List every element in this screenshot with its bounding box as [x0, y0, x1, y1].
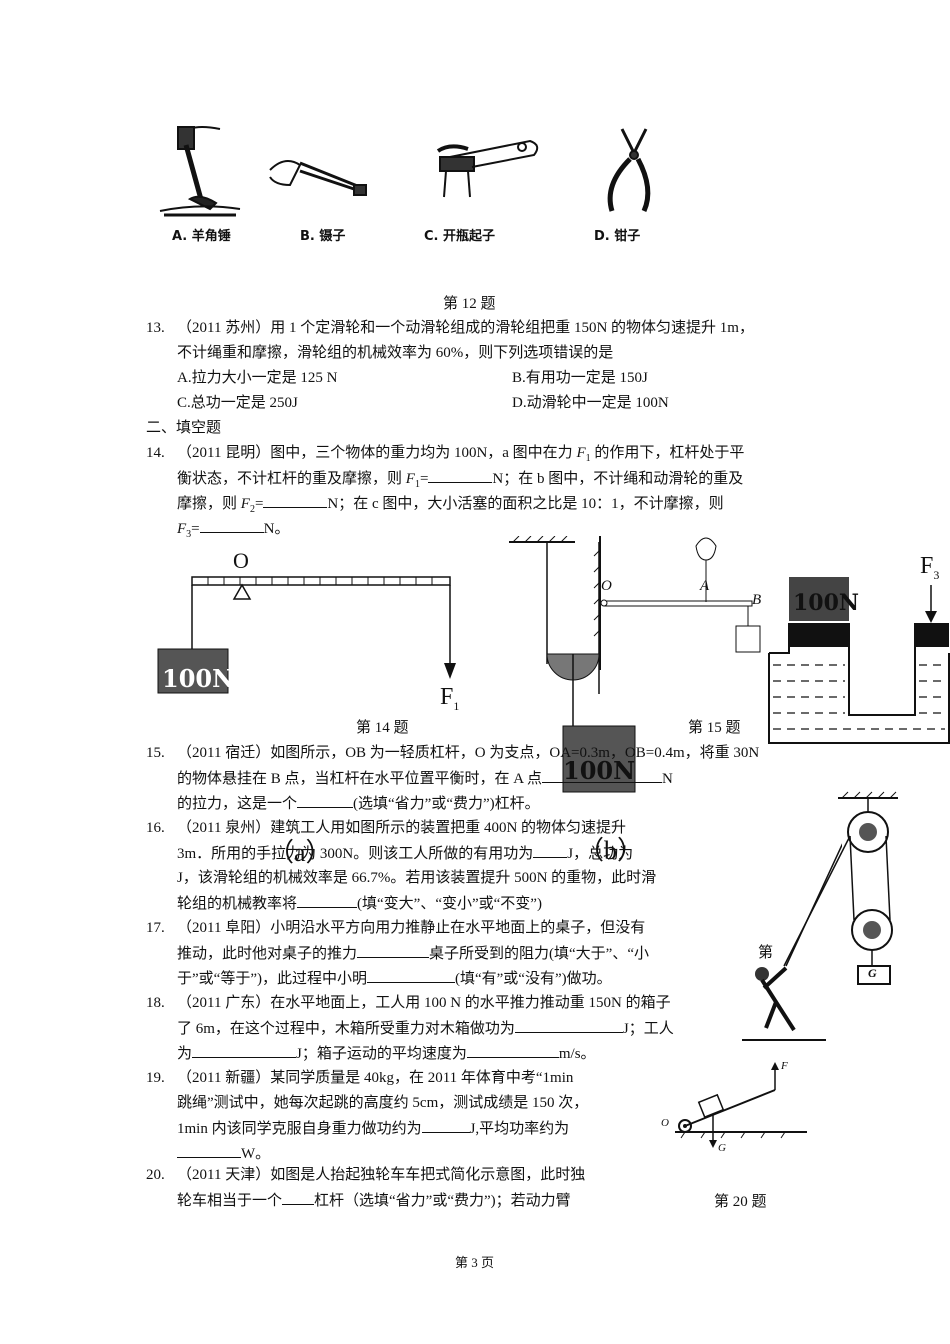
q14-number: 14. [146, 445, 165, 461]
q18-line1: （2011 广东）在水平地面上，工人用 100 N 的水平推力推动重 150N … [177, 995, 671, 1011]
q20-line1: （2011 天津）如图是人抬起独轮车车把式简化示意图，此时独 [177, 1167, 586, 1183]
answer-blank-efficiency [297, 891, 358, 908]
q18-number: 18. [146, 995, 165, 1011]
fig15-label-b: B [752, 592, 762, 608]
answer-blank-f2 [263, 491, 328, 508]
pliers-figure [607, 128, 651, 213]
figc-force-label: F3 [920, 553, 940, 582]
q14-line2: 衡状态，不计杠杆的重及摩擦，则 F1=N；在 b 图中，不计绳和动滑轮的重及 [177, 466, 743, 497]
answer-blank-f1 [428, 466, 493, 483]
lever-figure-a [157, 576, 456, 694]
q13-line2: 不计绳重和摩擦，滑轮组的机械效率为 60%，则下列选项错误的是 [177, 345, 614, 361]
tool-label-d: D. 钳子 [594, 229, 641, 244]
q12-caption: 第 12 题 [443, 296, 496, 312]
q16-line4: 轮组的机械教率将(填“变大”、“变小”或“不变”) [177, 891, 542, 916]
fig20-gravity-label: G [718, 1142, 726, 1154]
tweezers-figure [269, 160, 367, 196]
pulley-block-figure-16 [785, 843, 842, 967]
bottle-opener-figure [436, 139, 539, 198]
q14-line1: （2011 昆明）图中，三个物体的重力均为 100N，a 图中在力 F1 的作用… [177, 445, 745, 464]
answer-blank-gravity-work [514, 1016, 623, 1033]
q16-number: 16. [146, 820, 165, 836]
fig20-force-label: F [781, 1060, 788, 1072]
hydraulic-figure-c [768, 577, 950, 744]
q17-number: 17. [146, 920, 165, 936]
worker-pulley-figure [742, 791, 898, 1041]
q17-line3: 于”或“等于”)，此过程中小明(填“有”或“没有”)做功。 [177, 966, 612, 991]
q13-number: 13. [146, 320, 165, 336]
q16-line3: J，该滑轮组的机械效率是 66.7%。若用该装置提升 500N 的重物，此时滑 [177, 870, 657, 886]
figure-label-b: （b） [578, 836, 644, 865]
q14-line3: 摩擦，则 F2=N；在 c 图中，大小活塞的面积之比是 10：1，不计摩擦，则 [177, 491, 724, 522]
fig14-fulcrum-label: O [233, 548, 249, 573]
q14-line4: F3=N。 [177, 516, 289, 547]
q20-line2: 轮车相当于一个杠杆（选填“省力”或“费力”)；若动力臂 [177, 1188, 571, 1213]
fig14-caption: 第 14 题 [356, 720, 409, 736]
q13-option-c: C.总功一定是 250J [177, 395, 298, 411]
q13-option-d: D.动滑轮中一定是 100N [512, 395, 669, 411]
fig15-label-a: A [700, 578, 710, 594]
tool-label-b: B. 镊子 [300, 229, 346, 244]
answer-blank-jump-work [421, 1116, 470, 1133]
q19-line4: W。 [177, 1141, 270, 1166]
fig15-label-o: O [601, 578, 612, 594]
answer-blank-push-force [357, 941, 430, 958]
fig15-caption: 第 15 题 [688, 720, 741, 736]
q19-number: 19. [146, 1070, 165, 1086]
answer-blank-force [542, 766, 663, 783]
answer-blank-useful-work [533, 841, 568, 858]
answer-blank-lever-kind [282, 1188, 315, 1205]
tool-label-c: C. 开瓶起子 [424, 229, 496, 244]
answer-blank-worker-work [192, 1041, 297, 1058]
q13-line1: （2011 苏州）用 1 个定滑轮和一个动滑轮组成的滑轮组把重 150N 的物体… [177, 320, 754, 336]
answer-blank-f3 [199, 516, 264, 533]
answer-blank-speed [466, 1041, 559, 1058]
q19-line2: 跳绳”测试中，她每次起跳的高度约 5cm，测试成绩是 150 次， [177, 1095, 589, 1111]
q15-line1: （2011 宿迁）如图所示，OB 为一轻质杠杆，O 为支点，OA=0.3m，OB… [177, 745, 760, 761]
tool-illustrations [159, 126, 651, 217]
q13-option-a: A.拉力大小一定是 125 N [177, 370, 338, 386]
q20-number: 20. [146, 1167, 165, 1183]
pulley-figure-b [509, 536, 636, 793]
q17-line2: 推动，此时他对桌子的推力桌子所受到的阻力(填“大于”、“小 [177, 941, 649, 966]
fig16-weight-label: G [868, 966, 877, 980]
section-heading: 二、填空题 [146, 420, 222, 436]
q15-number: 15. [146, 745, 165, 761]
fig14-weight-label: 100N [162, 664, 235, 693]
figure-label-a: （a） [268, 838, 332, 867]
fig20-pivot-label: O [661, 1117, 669, 1129]
answer-blank-power [177, 1141, 241, 1158]
q16-line1: （2011 泉州）建筑工人用如图所示的装置把重 400N 的物体匀速提升 [177, 820, 627, 836]
q13-option-b: B.有用功一定是 150J [512, 370, 648, 386]
fig20-caption: 第 20 题 [714, 1194, 767, 1210]
wheelbarrow-figure-20 [675, 1062, 807, 1148]
tool-label-a: A. 羊角锤 [172, 229, 231, 244]
fig14-force-label: F1 [440, 684, 460, 713]
figc-weight-label: 100N [793, 590, 860, 616]
figb-weight-label: 100N [563, 756, 636, 785]
q15-line3: 的拉力，这是一个(选填“省力”或“费力”)杠杆。 [177, 791, 540, 816]
q19-line1: （2011 新疆）某同学质量是 40kg，在 2011 年体育中考“1min [177, 1070, 574, 1086]
fulcrum-triangle [232, 583, 252, 600]
page-number: 第 3 页 [455, 1255, 495, 1270]
answer-blank-work-done [366, 966, 455, 983]
answer-blank-lever-type [297, 791, 354, 808]
q17-side-caption: 第 [758, 945, 774, 961]
claw-hammer-figure [159, 126, 241, 217]
q17-line1: （2011 阜阳）小明沿水平方向用力推静止在水平地面上的桌子，但没有 [177, 920, 646, 936]
lever-figure-15 [593, 536, 761, 670]
